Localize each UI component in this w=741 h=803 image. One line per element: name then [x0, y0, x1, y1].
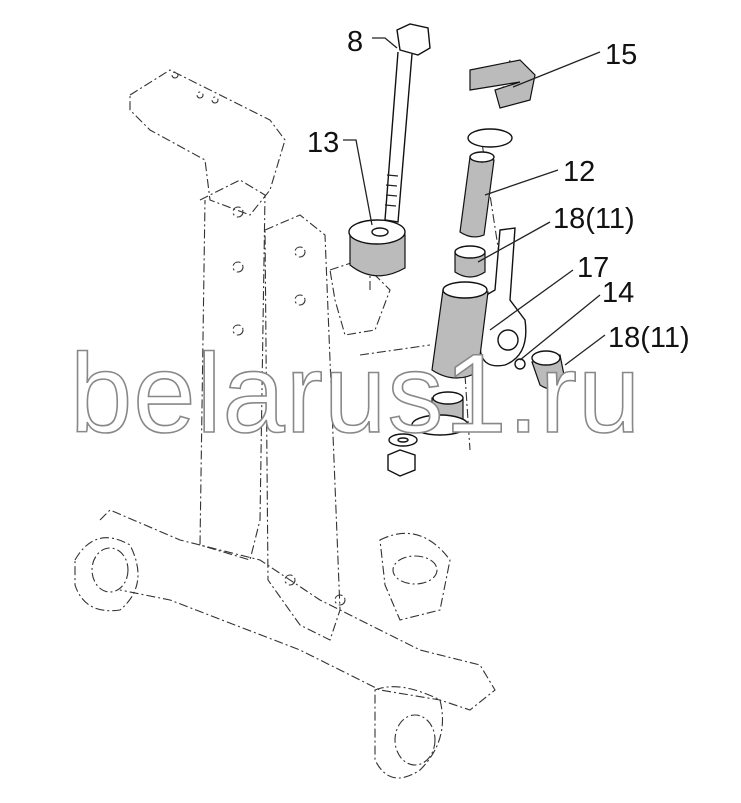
lever-17: [431, 227, 527, 379]
label-15: 15: [605, 39, 637, 71]
label-18-11-right: 18(11): [608, 322, 690, 354]
bolt-8: [384, 23, 431, 223]
frame-outline: [74, 59, 511, 779]
pin-12: [459, 151, 495, 238]
bushing-18-top: [454, 245, 486, 278]
clip-15: [469, 59, 536, 109]
label-17: 17: [577, 252, 609, 284]
label-12: 12: [563, 156, 595, 188]
washer-lower: [388, 433, 418, 447]
watermark: belarus1.ru: [70, 331, 641, 456]
leader-lines: [343, 37, 606, 366]
label-18-11-top: 18(11): [553, 203, 635, 235]
lower-bushing: [411, 391, 469, 436]
label-8: 8: [347, 26, 363, 58]
label-13: 13: [307, 127, 339, 159]
bushing-18-right: [531, 350, 566, 390]
nut-lower: [387, 449, 416, 477]
washer: [467, 128, 513, 148]
nut-14: [514, 358, 526, 370]
label-14: 14: [602, 277, 634, 309]
spacer-13: [348, 219, 406, 277]
